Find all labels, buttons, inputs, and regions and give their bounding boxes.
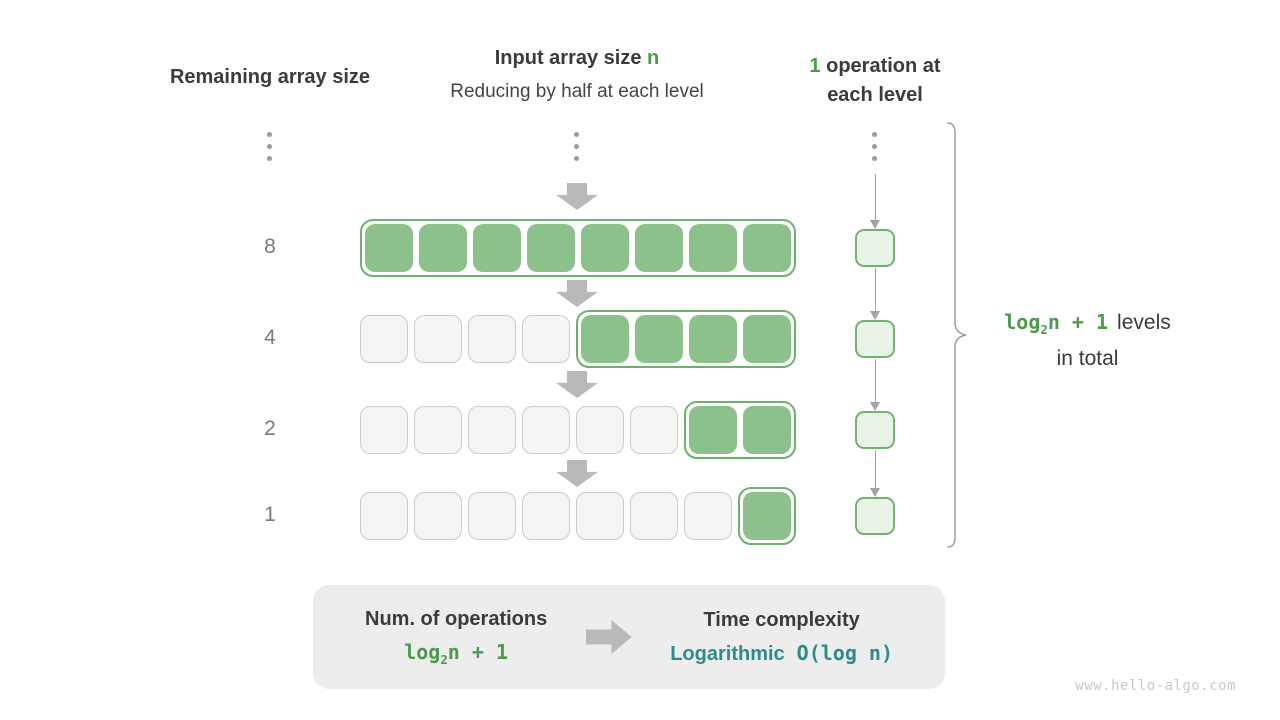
- array-row: [360, 400, 796, 459]
- row-size-label: 8: [264, 235, 276, 258]
- array-cell-active: [365, 224, 413, 272]
- complexity-summary-box: Num. of operations log2n + 1 Time comple…: [313, 585, 945, 689]
- array-cell-active: [473, 224, 521, 272]
- operation-connector-arrowhead: [870, 488, 880, 497]
- time-complexity-title: Time complexity: [703, 608, 860, 631]
- operation-cell: [855, 497, 895, 535]
- levels-word: levels: [1117, 311, 1171, 334]
- array-cell-excluded: [468, 492, 516, 540]
- log-formula-rest: n + 1: [1047, 310, 1109, 334]
- array-cell-active: [689, 405, 737, 454]
- operation-cell: [855, 319, 895, 358]
- down-arrow-icon: [556, 280, 598, 307]
- array-cell-active: [689, 314, 737, 363]
- levels-brace: [947, 122, 967, 548]
- operation-connector-arrowhead: [870, 220, 880, 229]
- operation-connector-line: [874, 449, 876, 488]
- remaining-array-size-heading: Remaining array size: [169, 66, 371, 88]
- big-o-notation: O(log n): [796, 640, 893, 665]
- array-cell-active: [743, 224, 791, 272]
- input-array-subtitle: Reducing by half at each level: [450, 81, 704, 102]
- operations-summary-title: Num. of operations: [365, 607, 548, 630]
- array-cell-excluded: [630, 405, 678, 454]
- down-arrow-icon: [556, 371, 598, 398]
- row-size-label: 2: [264, 416, 276, 440]
- watermark: www.hello-algo.com: [1075, 678, 1236, 694]
- operation-heading-line1: 1 operation at: [765, 52, 985, 81]
- operations-summary: Num. of operations log2n + 1: [365, 608, 547, 667]
- array-cell-excluded: [468, 314, 516, 363]
- array-cell-excluded: [360, 314, 408, 363]
- array-cell-excluded: [522, 314, 570, 363]
- ellipsis-right-icon: [872, 132, 877, 161]
- array-cell-active: [419, 224, 467, 272]
- array-cell-active: [527, 224, 575, 272]
- operation-cell: [855, 229, 895, 267]
- input-array-title: Input array size n: [377, 47, 777, 70]
- operation-heading-line2: each level: [827, 84, 923, 106]
- implies-arrow-icon: [585, 620, 632, 654]
- array-cell-excluded: [522, 405, 570, 454]
- array-cell-excluded: [360, 492, 408, 540]
- array-row: [360, 487, 796, 545]
- active-subarray-outline: [684, 400, 796, 459]
- array-row: [360, 309, 796, 368]
- operations-summary-formula: log2n + 1: [365, 640, 547, 667]
- operation-heading-line1-text: operation at: [820, 55, 941, 77]
- array-cell-active: [743, 314, 791, 363]
- array-cell-excluded: [576, 492, 624, 540]
- levels-total-line2: in total: [1056, 347, 1119, 370]
- array-cell-excluded: [360, 405, 408, 454]
- down-arrow-icon: [556, 183, 598, 210]
- operation-connector-line: [874, 174, 876, 220]
- array-cell-excluded: [522, 492, 570, 540]
- array-cell-active: [635, 314, 683, 363]
- time-complexity-summary: Time complexity Logarithmic O(log n): [670, 609, 893, 666]
- row-size-label: 4: [264, 325, 276, 349]
- levels-total-line1: log2n + 1 levels: [980, 308, 1195, 344]
- input-array-n-highlight: n: [647, 47, 660, 69]
- array-cell-excluded: [576, 405, 624, 454]
- time-complexity-value: Logarithmic O(log n): [670, 641, 893, 666]
- array-cell-excluded: [414, 314, 462, 363]
- row-size-label: 1: [264, 503, 276, 526]
- array-cell-active: [689, 224, 737, 272]
- active-subarray-outline: [576, 309, 796, 368]
- ellipsis-center-icon: [574, 132, 579, 161]
- array-cell-excluded: [684, 492, 732, 540]
- levels-total-label: log2n + 1 levels in total: [980, 308, 1195, 373]
- down-arrow-icon: [556, 460, 598, 487]
- summary-log-rest: n + 1: [447, 639, 509, 664]
- active-subarray-outline: [360, 219, 796, 277]
- operation-connector-line: [874, 358, 876, 402]
- log-formula: log: [1004, 310, 1041, 334]
- input-array-title-text: Input array size: [494, 47, 648, 69]
- summary-log: log: [404, 639, 441, 664]
- operation-connector-arrowhead: [870, 401, 880, 411]
- array-cell-active: [743, 405, 791, 454]
- array-row: [360, 219, 796, 277]
- operation-connector-line: [874, 268, 876, 311]
- operation-cell: [855, 410, 895, 449]
- ellipsis-left-icon: [267, 132, 272, 161]
- log-subscript: 2: [1040, 322, 1048, 337]
- input-array-heading: Input array size n Reducing by half at e…: [377, 47, 777, 103]
- operation-connector-arrowhead: [870, 310, 880, 320]
- array-cell-excluded: [414, 492, 462, 540]
- array-cell-active: [743, 492, 791, 540]
- array-cell-excluded: [414, 405, 462, 454]
- operation-per-level-heading: 1 operation at each level: [765, 52, 985, 110]
- array-cell-active: [635, 224, 683, 272]
- array-cell-active: [581, 224, 629, 272]
- operation-count-highlight: 1: [809, 55, 821, 77]
- summary-log-subscript: 2: [440, 651, 448, 667]
- array-cell-excluded: [468, 405, 516, 454]
- active-subarray-outline: [738, 487, 796, 545]
- complexity-word: Logarithmic: [670, 642, 785, 665]
- array-cell-excluded: [630, 492, 678, 540]
- array-cell-active: [581, 314, 629, 363]
